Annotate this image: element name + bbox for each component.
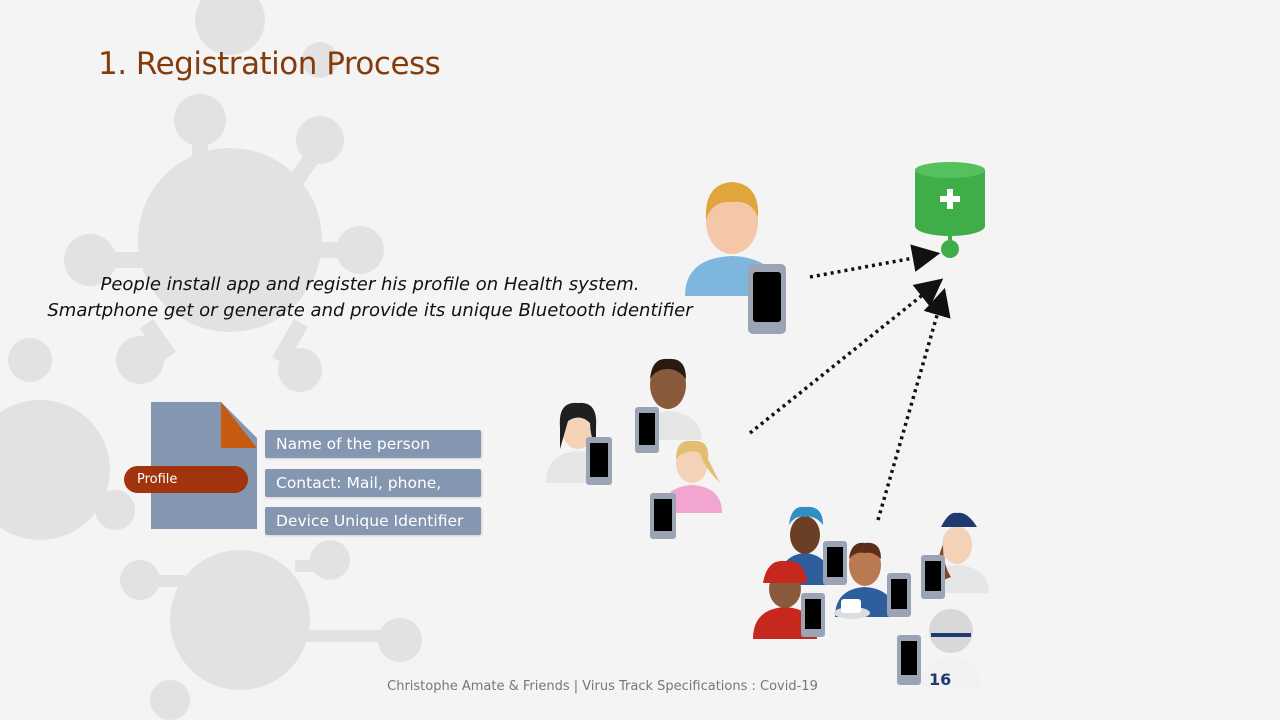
description: People install app and register his prof…: [40, 272, 700, 324]
description-line-2: Smartphone get or generate and provide i…: [47, 300, 693, 321]
arrow-crowd-to-database: [876, 287, 951, 521]
crowd-with-smartphones-icon: 16: [753, 506, 989, 689]
field-name-of-person: Name of the person: [265, 430, 481, 458]
field-contact: Contact: Mail, phone,: [265, 469, 481, 497]
page-title: 1. Registration Process: [98, 46, 441, 82]
virus-shape-1: [64, 94, 384, 392]
virus-shape-2: [0, 338, 135, 540]
svg-text:16: 16: [929, 670, 951, 689]
user-with-smartphone-icon: [685, 182, 786, 334]
document-icon: [151, 402, 257, 529]
virus-shape-3: [120, 540, 422, 720]
description-line-1: People install app and register his prof…: [100, 274, 640, 295]
virus-shape-4: [195, 0, 338, 78]
field-device-identifier: Device Unique Identifier: [265, 507, 481, 535]
small-group-with-smartphones-icon: [546, 358, 722, 539]
footer: Christophe Amate & Friends | Virus Track…: [387, 679, 818, 694]
medical-database-icon: [915, 162, 985, 258]
arrow-group-to-database: [748, 278, 944, 435]
profile-badge: Profile: [124, 466, 248, 493]
